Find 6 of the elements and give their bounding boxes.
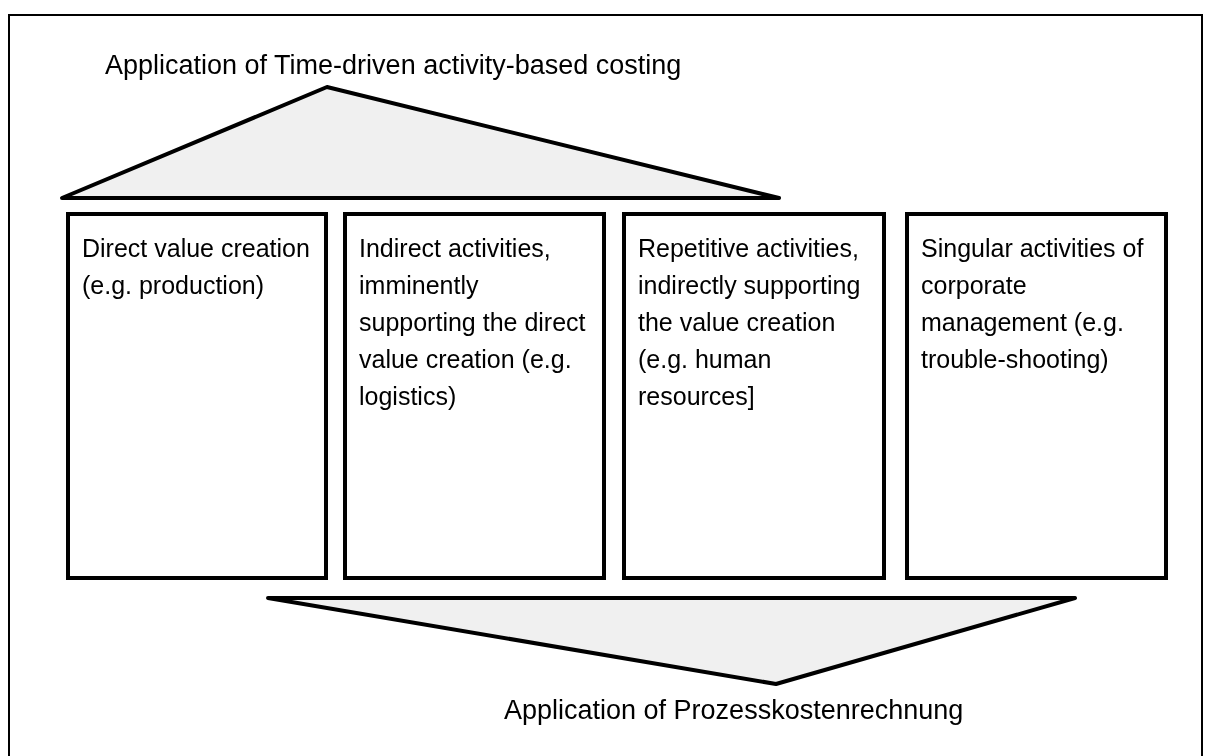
category-box: Direct value creation (e.g. production)	[66, 212, 328, 580]
category-box: Repetitive activities, indirectly supporting the value creation (e.g. human resources]	[622, 212, 886, 580]
triangle-heading: Application of Prozesskostenrechnung	[504, 695, 964, 726]
category-box: Singular activities of corporate management (e.g. trouble-shooting)	[905, 212, 1168, 580]
triangle-heading: Application of Time-driven activity-based costing	[105, 50, 682, 81]
category-box: Indirect activities, imminently supporting the direct value creation (e.g. logistics)	[343, 212, 606, 580]
